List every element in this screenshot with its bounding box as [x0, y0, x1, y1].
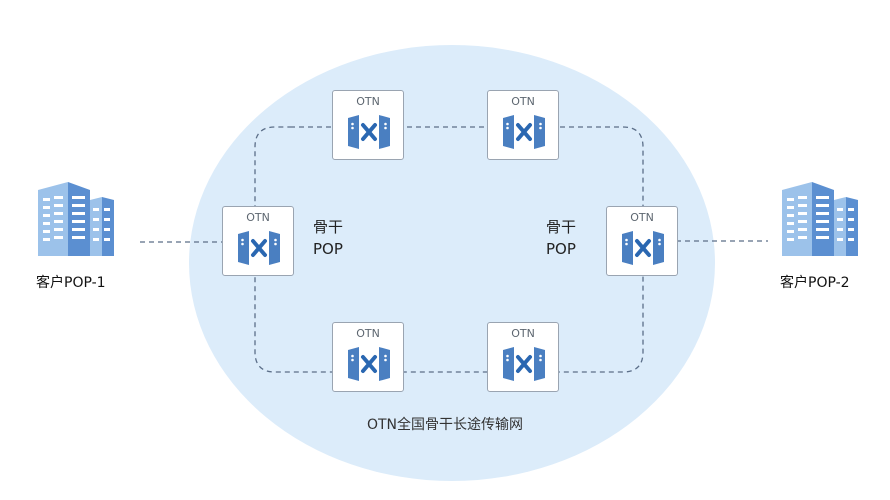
otn-node-label: OTN: [246, 211, 270, 224]
network-label: OTN全国骨干长途传输网: [366, 417, 524, 433]
backbone-pop-right-line2: POP: [546, 240, 576, 258]
client-pop-2-label: 客户POP-2: [780, 275, 850, 291]
otn-node-top-right[interactable]: OTN: [487, 90, 559, 160]
otn-switch-icon: [348, 115, 390, 149]
backbone-pop-left-line1: 骨干: [313, 218, 344, 236]
otn-node-label: OTN: [630, 211, 654, 224]
otn-node-bottom-right[interactable]: OTN: [487, 322, 559, 392]
backbone-ring-link: [254, 126, 644, 373]
client-pop-1-label: 客户POP-1: [36, 275, 106, 291]
building-icon: [782, 182, 858, 256]
otn-node-label: OTN: [356, 95, 380, 108]
otn-switch-icon: [503, 347, 545, 381]
otn-switch-icon: [238, 231, 280, 265]
otn-node-label: OTN: [511, 327, 535, 340]
otn-node-label: OTN: [356, 327, 380, 340]
otn-node-top-left[interactable]: OTN: [332, 90, 404, 160]
backbone-pop-left-line2: POP: [313, 240, 343, 258]
otn-node-backbone-right[interactable]: OTN: [606, 206, 678, 276]
otn-node-backbone-left[interactable]: OTN: [222, 206, 294, 276]
otn-node-label: OTN: [511, 95, 535, 108]
backbone-pop-right-label: 骨干 POP: [546, 216, 576, 260]
building-icon: [38, 182, 114, 256]
otn-switch-icon: [503, 115, 545, 149]
otn-node-bottom-left[interactable]: OTN: [332, 322, 404, 392]
backbone-pop-left-label: 骨干 POP: [313, 216, 343, 260]
otn-switch-icon: [348, 347, 390, 381]
backbone-pop-right-line1: 骨干: [546, 218, 577, 236]
otn-switch-icon: [622, 231, 664, 265]
